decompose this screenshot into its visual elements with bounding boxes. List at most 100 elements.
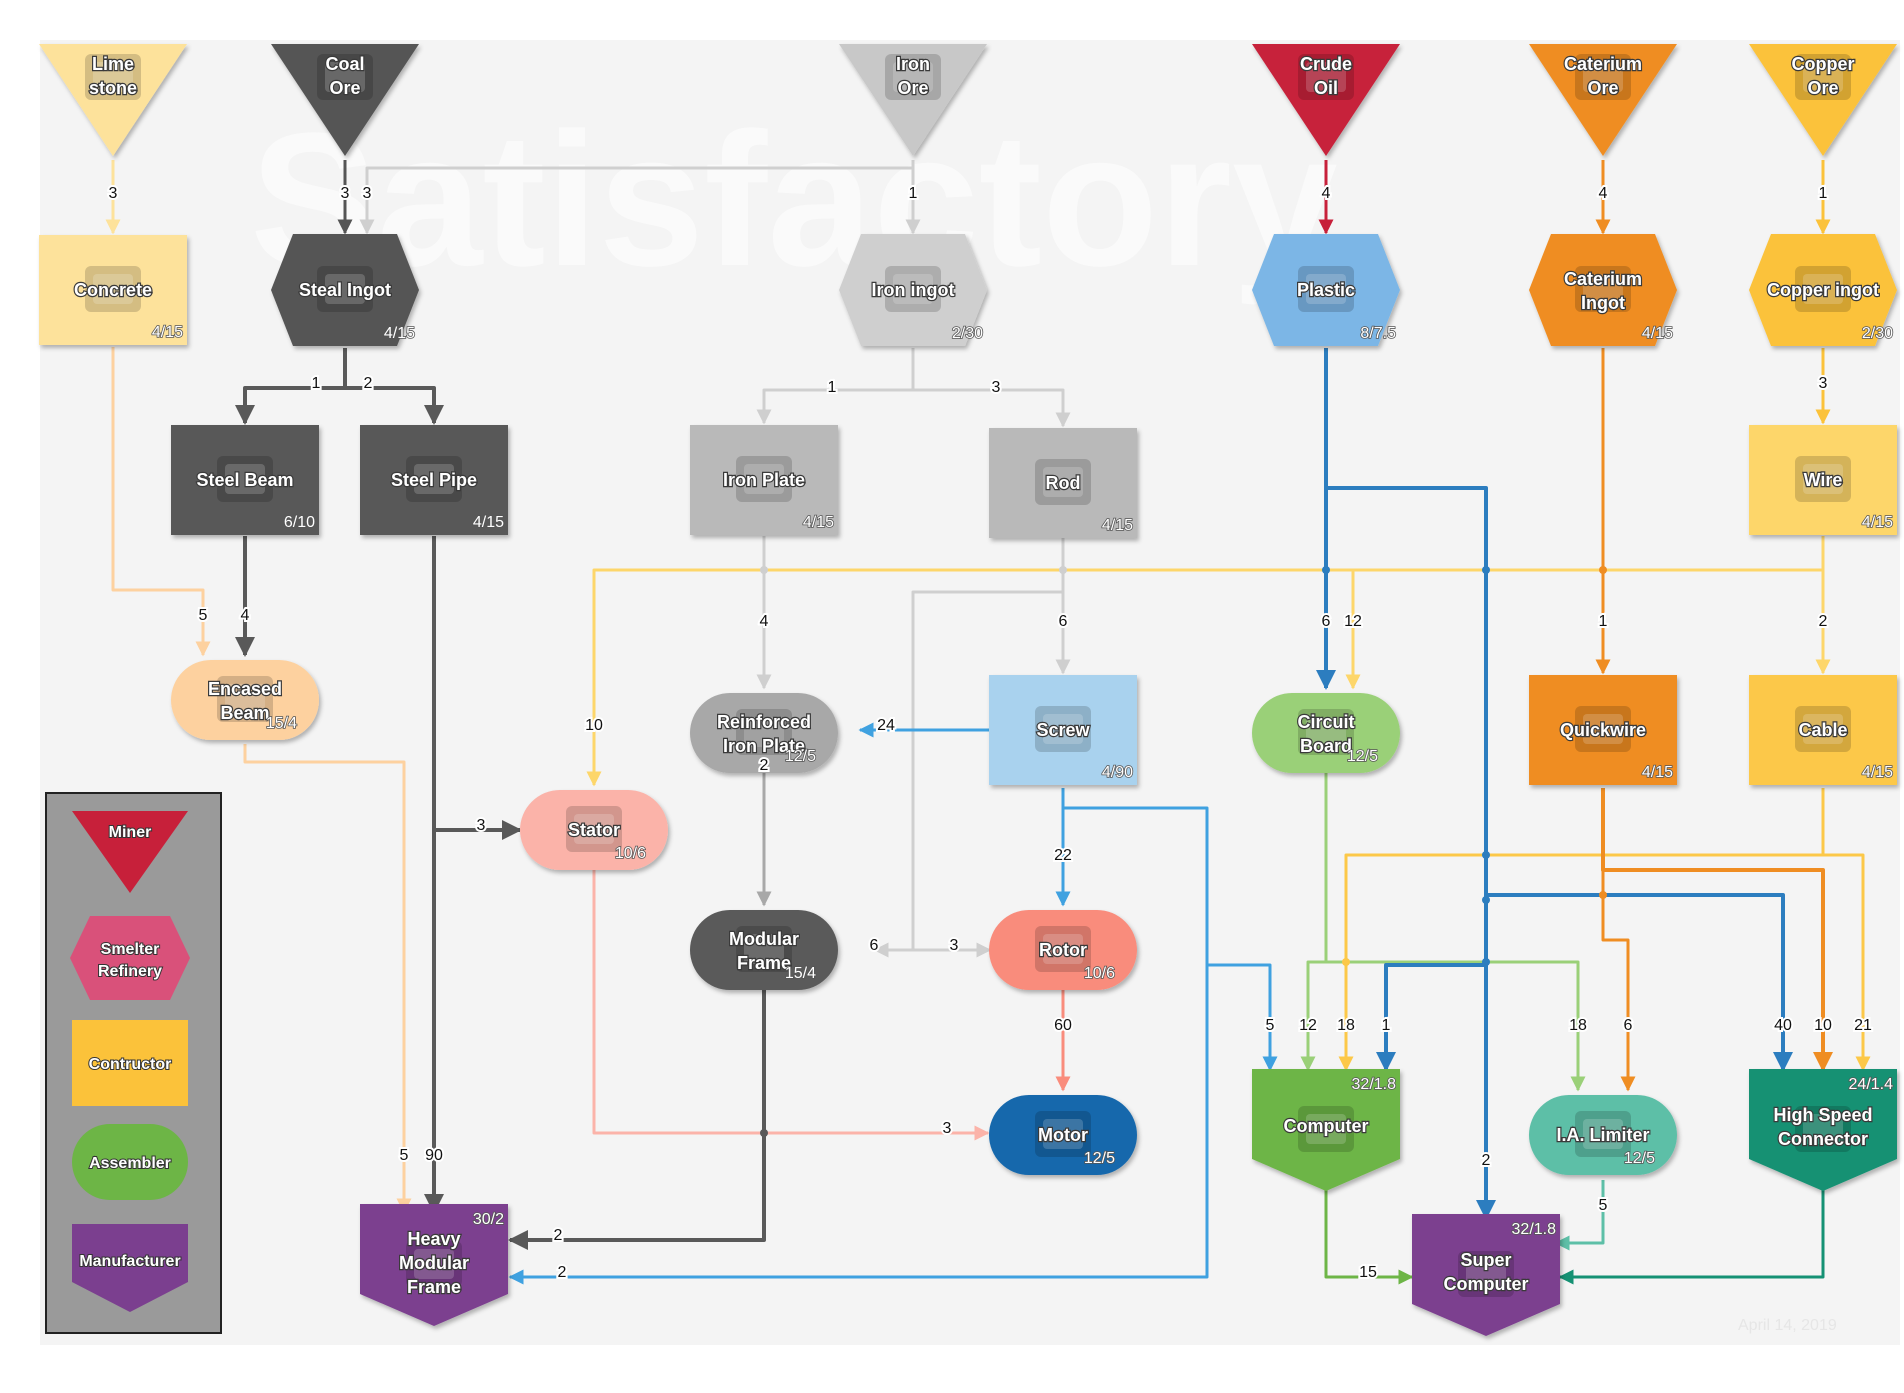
node-name-line: Coal bbox=[325, 54, 364, 74]
wire-icon bbox=[1795, 456, 1851, 502]
node-shape bbox=[1252, 1069, 1400, 1191]
node-name-line: Encased bbox=[208, 679, 282, 699]
node-shape bbox=[1412, 1214, 1560, 1336]
edge-label: 3 bbox=[943, 1120, 952, 1137]
node-name-line: Computer bbox=[1284, 1116, 1369, 1136]
node-shape bbox=[1749, 44, 1897, 156]
node-shape bbox=[1252, 693, 1400, 773]
edge-label: 60 bbox=[1054, 1017, 1072, 1034]
junction-dot bbox=[1482, 896, 1490, 904]
node-name-line: Modular bbox=[729, 929, 799, 949]
node-rate: 4/15 bbox=[1642, 325, 1673, 342]
edge-label: 1 bbox=[1382, 1017, 1391, 1034]
node-rate: 32/1.8 bbox=[1352, 1076, 1397, 1093]
edge-label: 6 bbox=[1322, 613, 1331, 630]
node-name-line: Plastic bbox=[1297, 280, 1355, 300]
node-shape bbox=[690, 910, 838, 990]
edge-label: 3 bbox=[109, 185, 118, 202]
node-rate: 4/15 bbox=[473, 514, 504, 531]
motor-icon bbox=[1035, 1111, 1091, 1157]
edge-label: 3 bbox=[992, 379, 1001, 396]
edge-label: 21 bbox=[1854, 1017, 1872, 1034]
node-shape bbox=[839, 234, 987, 346]
caterium-ore-icon bbox=[1575, 54, 1631, 100]
node-name-line: Ore bbox=[897, 78, 928, 98]
node-shape bbox=[1749, 1069, 1897, 1191]
edge-plastic-super bbox=[1326, 486, 1496, 1220]
node-rate: 30/2 bbox=[473, 1211, 504, 1228]
nodes-layer: LimestoneCoalOreIronOreCrudeOilCateriumO… bbox=[39, 44, 1897, 1336]
edge-label: 18 bbox=[1569, 1017, 1587, 1034]
node-rate: 2/30 bbox=[1862, 325, 1893, 342]
node-rate: 12/5 bbox=[1347, 748, 1378, 765]
node-shape bbox=[1749, 425, 1897, 535]
edge-label: 2 bbox=[760, 757, 769, 774]
edge-label: 2 bbox=[554, 1227, 563, 1244]
junction-dot bbox=[1322, 566, 1330, 574]
node-name-line: Motor bbox=[1038, 1125, 1088, 1145]
rotor-icon bbox=[1035, 926, 1091, 972]
legend-label: Contructor bbox=[89, 1056, 172, 1073]
edge-limiter-super bbox=[1554, 1180, 1605, 1251]
node-name-line: Computer bbox=[1444, 1274, 1529, 1294]
edge-label: 4 bbox=[760, 613, 769, 630]
heavy-modular-frame-icon bbox=[406, 1241, 462, 1287]
junction-dot bbox=[1482, 566, 1490, 574]
node-rate: 6/10 bbox=[284, 514, 315, 531]
junction-dot bbox=[1482, 958, 1490, 966]
node-computer: Computer 32/1.8 bbox=[1252, 1069, 1400, 1191]
node-shape bbox=[989, 428, 1137, 538]
node-shape bbox=[1252, 44, 1400, 156]
edge-plastic-hsc bbox=[1486, 893, 1793, 1072]
node-name-line: Oil bbox=[1314, 78, 1338, 98]
caterium-ingot-icon bbox=[1575, 266, 1631, 312]
crude-oil-icon bbox=[1298, 54, 1354, 100]
edge-cable-hsc bbox=[1823, 853, 1871, 1072]
limestone-icon bbox=[85, 54, 141, 100]
edge-ironore-steelingot bbox=[359, 160, 915, 235]
edge-wire-stator bbox=[586, 536, 1825, 787]
legend: MinerSmelterRefineryContructorAssemblerM… bbox=[45, 792, 222, 1334]
node-rate: 4/15 bbox=[1642, 764, 1673, 781]
edge-label: 4 bbox=[1322, 185, 1331, 202]
junction-dot bbox=[1342, 958, 1350, 966]
junction-dot bbox=[760, 566, 768, 574]
node-rate: 12/5 bbox=[1624, 1150, 1655, 1167]
junction-dot bbox=[1482, 851, 1490, 859]
edge-quickwire-hsc bbox=[1601, 788, 1833, 1072]
node-name-line: Wire bbox=[1804, 470, 1843, 490]
node-name-line: Connector bbox=[1778, 1129, 1868, 1149]
node-name-line: Ore bbox=[1807, 78, 1838, 98]
node-shape bbox=[520, 790, 668, 870]
node-name-line: Heavy bbox=[407, 1229, 460, 1249]
junction-dot bbox=[1599, 891, 1607, 899]
node-name-line: Concrete bbox=[74, 280, 152, 300]
junction-dot bbox=[1599, 566, 1607, 574]
watermark-text: Satisfactory bbox=[250, 94, 1338, 306]
node-rate: 24/1.4 bbox=[1849, 1076, 1894, 1093]
edge-plastic-computer bbox=[1376, 963, 1486, 1072]
node-name-line: I.A. Limiter bbox=[1556, 1125, 1649, 1145]
edge-screw-hmf bbox=[508, 965, 1209, 1285]
node-shape bbox=[360, 1204, 508, 1326]
node-shape bbox=[39, 235, 187, 345]
edge-label: 5 bbox=[199, 607, 208, 624]
node-name-line: Iron Plate bbox=[723, 470, 805, 490]
concrete-icon bbox=[85, 266, 141, 312]
legend-item-triangle: Miner bbox=[72, 811, 188, 893]
legend-item-pill: Assembler bbox=[72, 1124, 188, 1200]
